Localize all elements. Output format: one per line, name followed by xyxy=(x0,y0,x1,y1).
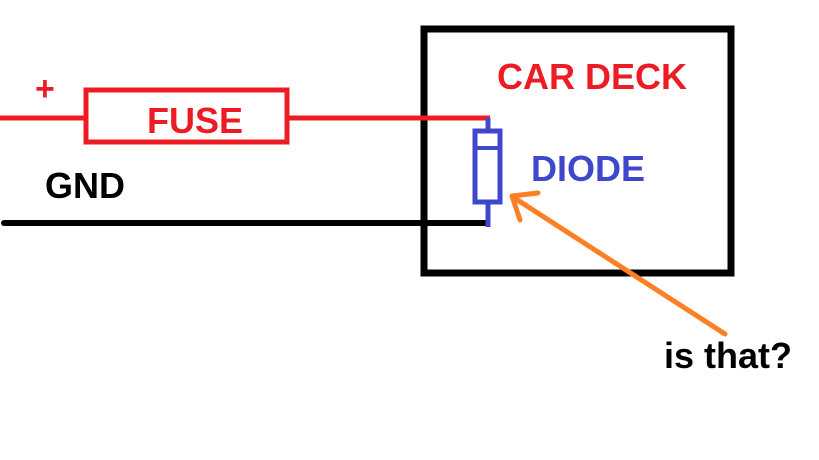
plus-label: + xyxy=(35,70,55,108)
gnd-label: GND xyxy=(45,165,125,206)
arrow-shaft xyxy=(513,196,728,337)
diode-body xyxy=(472,128,503,205)
car-deck-label: CAR DECK xyxy=(497,56,687,97)
question-label: is that? xyxy=(664,335,792,376)
diode-label: DIODE xyxy=(531,148,645,189)
car-deck-box xyxy=(420,25,735,277)
arrow-head xyxy=(509,190,541,223)
fuse-label: FUSE xyxy=(147,100,243,141)
